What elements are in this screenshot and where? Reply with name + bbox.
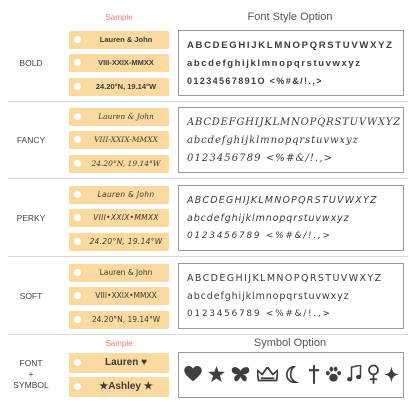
row-label-bold: BOLD [19, 58, 43, 68]
tag-soft-3: 24.20°N, 19.14°W [69, 311, 169, 329]
cross-icon [308, 365, 320, 384]
label-line: + [28, 369, 34, 379]
tag-fancy-2: VIII-XXIX-MMXX [69, 131, 169, 149]
row-label-font-symbol: FONT + SYMBOL [8, 358, 54, 391]
tag-text: 24.20°N, 19.14°W [89, 237, 163, 246]
label-line: SYMBOL [13, 380, 49, 390]
font-box-fancy: ABCDEFGHIJKLMNOPQRSTUVWXYZ abcdefghijklm… [178, 107, 404, 173]
font-box-soft: ABCDEGHIJKLMNOPQRSTUVWXYZ abcdefghijklmn… [178, 263, 404, 329]
numbers-line: 01234567891O <%#&/!.,> [187, 76, 323, 86]
row-divider [8, 334, 408, 335]
moon-icon [286, 366, 300, 383]
numbers-line: 0123456789 <%#&/!.,> [187, 309, 332, 319]
numbers-line: 0123456789 <%#&/!.,> [187, 231, 332, 241]
sample-header: Sample [105, 13, 133, 22]
paw-icon [325, 366, 342, 382]
tag-fancy-1: Lauren & John [69, 108, 169, 126]
lowercase-line: abcdefghijklmnopqrstuvwxyz [187, 213, 350, 224]
lowercase-line: abcdefghijklmnopqrstuvwxyz [187, 135, 359, 146]
row-divider [8, 101, 408, 102]
numbers-line: 0123456789 <%#&/!.,> [187, 153, 334, 164]
tag-fancy-3: 24.20°N, 19.14°W [69, 155, 169, 173]
tag-text: Lauren & John [99, 35, 153, 44]
label-line: FONT [19, 358, 43, 368]
tag-bold-2: VIII-XXIX-MMXX [69, 54, 169, 72]
heart-icon [184, 366, 202, 382]
tag-text: VIII-XXIX-MMXX [98, 58, 154, 67]
lowercase-line: abcdefghijklmnopqrstuvwxyz [187, 58, 362, 69]
butterfly-icon [231, 367, 250, 382]
uppercase-line: ABCDEGHIJKLMNOPQRSTUVWXYZ [187, 273, 383, 284]
tag-text: VIII-XXIX-MMXX [94, 135, 158, 144]
symbol-option-header: Symbol Option [253, 337, 327, 349]
symbol-box [178, 352, 404, 398]
tag-text: VIII•XXIX•MMXX [95, 291, 157, 300]
tag-text: Lauren & John [99, 268, 153, 277]
star-icon [208, 366, 225, 382]
tag-text: ★Ashley ★ [99, 381, 153, 392]
row-label-soft: SOFT [19, 291, 43, 301]
tag-bold-1: Lauren & John [69, 31, 169, 49]
tag-perky-3: 24.20°N, 19.14°W [69, 233, 169, 251]
tag-perky-1: Lauren & John [69, 186, 169, 204]
female-icon [368, 364, 379, 384]
lowercase-line: abcdefghijklmnopqrstuvwxyz [187, 291, 350, 302]
font-style-option-header: Font Style Option [247, 11, 333, 23]
row-divider [8, 256, 408, 257]
music-note-icon [347, 365, 362, 382]
row-label-perky: PERKY [16, 213, 46, 223]
uppercase-line: ABCDEFGHIJKLMNOPQRSTUVWXYZ [187, 117, 402, 128]
symbol-sample-header: Sample [105, 339, 133, 348]
tag-perky-2: VIII•XXIX•MMXX [69, 209, 169, 227]
tag-bold-3: 24.20°N, 19.14°W [69, 78, 169, 96]
row-divider [8, 178, 408, 179]
row-label-fancy: FANCY [16, 135, 46, 145]
crown-icon [257, 367, 278, 382]
tag-text: 24.20°N, 19.14°W [91, 315, 161, 324]
tag-text: 24.20°N, 19.14°W [91, 159, 161, 168]
tag-text: 24.20°N, 19.14°W [95, 82, 157, 91]
tag-soft-2: VIII•XXIX•MMXX [69, 287, 169, 305]
sparkle-icon [384, 366, 399, 383]
tag-text: Lauren & John [97, 190, 155, 199]
font-box-bold: ABCDEGHIJKLMNOPQRSTUVWXYZ abcdefghijklmn… [178, 30, 404, 96]
tag-text: Lauren ♥ [104, 357, 148, 368]
font-box-perky: ABCDEGHIJKLMNOPQRSTUVWXYZ abcdefghijklmn… [178, 185, 404, 251]
tag-soft-1: Lauren & John [69, 264, 169, 282]
tag-text: VIII•XXIX•MMXX [93, 213, 159, 222]
uppercase-line: ABCDEGHIJKLMNOPQRSTUVWXYZ [187, 195, 378, 206]
tag-symbol-2: ★Ashley ★ [69, 377, 169, 397]
tag-symbol-1: Lauren ♥ [69, 353, 169, 373]
uppercase-line: ABCDEGHIJKLMNOPQRSTUVWXYZ [187, 40, 394, 51]
tag-text: Lauren & John [98, 112, 154, 121]
